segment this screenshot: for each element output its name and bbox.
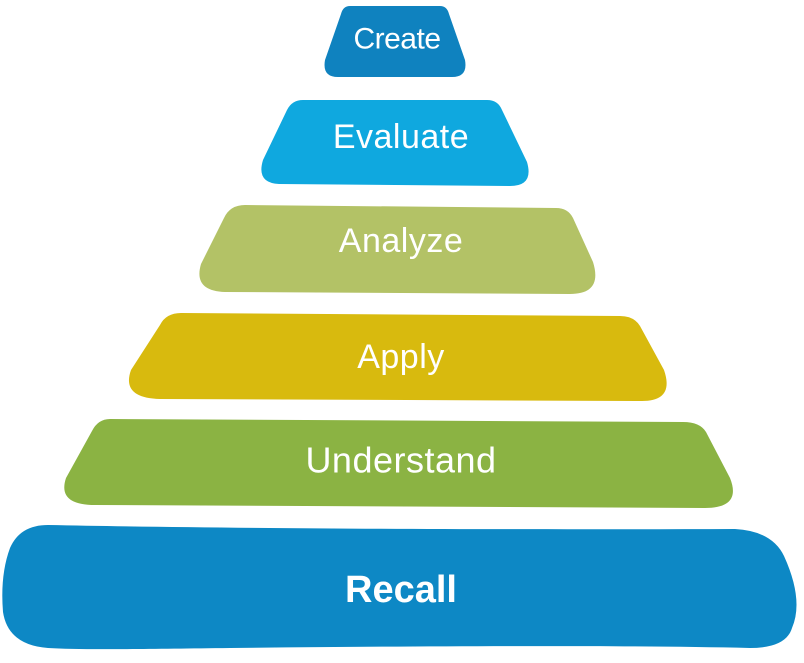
tier-analyze-label: Analyze <box>339 222 463 260</box>
tier-create-shape <box>324 6 466 77</box>
tier-apply-label: Apply <box>357 338 445 376</box>
tier-recall-shape <box>2 525 797 650</box>
tier-apply: Apply <box>128 313 667 402</box>
tier-evaluate-shape <box>261 100 529 186</box>
tier-recall-label: Recall <box>345 569 457 611</box>
tier-create: Create <box>324 6 466 77</box>
tier-understand: Understand <box>64 419 733 508</box>
tier-apply-shape <box>128 313 667 402</box>
tier-analyze: Analyze <box>199 205 596 294</box>
tier-understand-label: Understand <box>305 440 496 481</box>
tier-understand-shape <box>64 419 733 508</box>
tier-evaluate-label: Evaluate <box>333 118 469 156</box>
tier-evaluate: Evaluate <box>261 100 529 186</box>
tier-recall: Recall <box>2 525 797 650</box>
tier-analyze-shape <box>199 205 596 294</box>
tier-create-label: Create <box>353 23 440 56</box>
